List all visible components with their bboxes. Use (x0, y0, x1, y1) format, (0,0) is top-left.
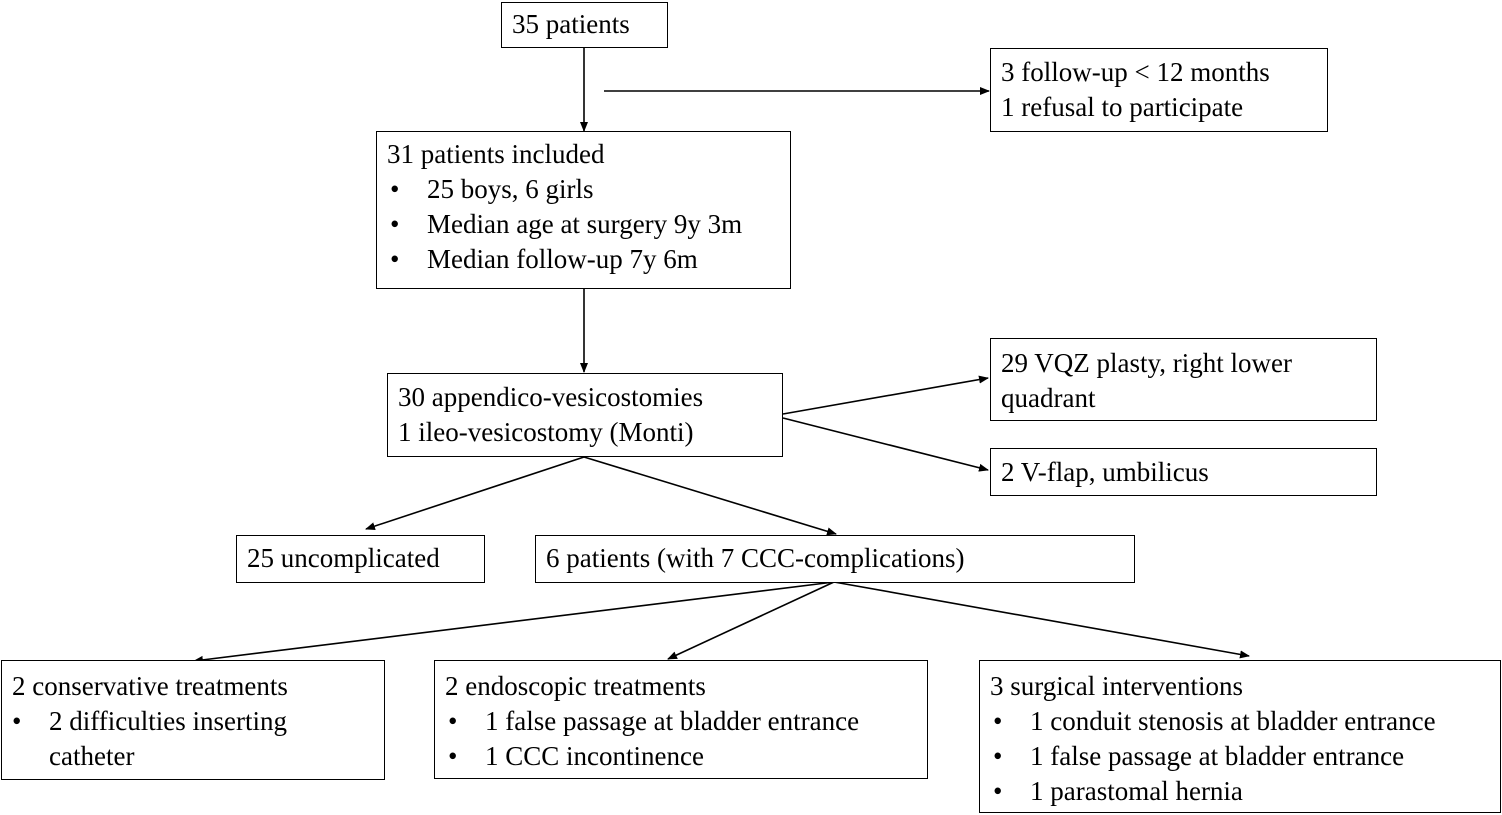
bullet-symbol: • (390, 244, 400, 274)
vqz-line-1: 29 VQZ plasty, right lower (1001, 348, 1292, 378)
surgical-box: 3 surgical interventions • 1 conduit ste… (979, 660, 1501, 813)
included-box: 31 patients included • 25 boys, 6 girls … (376, 131, 791, 289)
uncomplicated-text: 25 uncomplicated (247, 543, 440, 573)
included-bullet-text: 25 boys, 6 girls (427, 174, 594, 204)
endoscopic-bullet-item: • 1 CCC incontinence (445, 739, 917, 774)
bullet-symbol: • (448, 741, 458, 771)
surgical-bullet-item: • 1 false passage at bladder entrance (990, 739, 1490, 774)
bullet-symbol: • (993, 776, 1003, 806)
vflap-box: 2 V-flap, umbilicus (990, 448, 1377, 496)
procedures-line-1: 30 appendico-vesicostomies (398, 382, 704, 412)
arrow-to-conservative (193, 581, 835, 664)
arrow-to-vqz (782, 375, 989, 415)
bullet-symbol: • (993, 741, 1003, 771)
excluded-line-2: 1 refusal to participate (1001, 92, 1244, 122)
bullet-symbol: • (12, 706, 22, 736)
arrow-to-surgical (833, 581, 1250, 659)
conservative-box: 2 conservative treatments • 2 difficulti… (1, 660, 385, 780)
bullet-symbol: • (390, 174, 400, 204)
bullet-symbol: • (993, 706, 1003, 736)
endoscopic-box: 2 endoscopic treatments • 1 false passag… (434, 660, 928, 779)
arrow-to-endoscopic (667, 581, 835, 660)
endoscopic-title: 2 endoscopic treatments (445, 671, 706, 701)
surgical-bullet-item: • 1 conduit stenosis at bladder entrance (990, 704, 1490, 739)
vqz-line-2: quadrant (1001, 383, 1096, 413)
included-bullet-text: Median follow-up 7y 6m (427, 244, 698, 274)
included-bullet-item: • Median follow-up 7y 6m (387, 242, 780, 277)
complications-box: 6 patients (with 7 CCC-complications) (535, 535, 1135, 583)
uncomplicated-box: 25 uncomplicated (236, 535, 485, 583)
surgical-bullet-text: 1 conduit stenosis at bladder entrance (1030, 706, 1436, 736)
surgical-bullet-item: • 1 parastomal hernia (990, 774, 1490, 809)
included-bullet-text: Median age at surgery 9y 3m (427, 209, 743, 239)
bullet-symbol: • (448, 706, 458, 736)
included-bullet-item: • 25 boys, 6 girls (387, 172, 780, 207)
surgical-bullet-text: 1 parastomal hernia (1030, 776, 1243, 806)
complications-text: 6 patients (with 7 CCC-complications) (546, 543, 965, 573)
included-title: 31 patients included (387, 139, 605, 169)
endoscopic-bullet-text: 1 false passage at bladder entrance (485, 706, 860, 736)
surgical-bullet-text: 1 false passage at bladder entrance (1030, 741, 1405, 771)
procedures-line-2: 1 ileo-vesicostomy (Monti) (398, 417, 694, 447)
conservative-bullet-text: 2 difficulties inserting catheter (49, 706, 287, 771)
vflap-text: 2 V-flap, umbilicus (1001, 457, 1209, 487)
vqz-box: 29 VQZ plasty, right lower quadrant (990, 338, 1377, 421)
arrow-to-complications (583, 456, 837, 536)
start-text: 35 patients (512, 9, 630, 39)
included-bullet-item: • Median age at surgery 9y 3m (387, 207, 780, 242)
excluded-line-1: 3 follow-up < 12 months (1001, 57, 1270, 87)
start-box: 35 patients (501, 2, 668, 48)
conservative-bullet-item: • 2 difficulties inserting catheter (12, 704, 374, 774)
endoscopic-bullet-item: • 1 false passage at bladder entrance (445, 704, 917, 739)
arrow-to-uncomplicated (365, 456, 585, 530)
endoscopic-bullet-text: 1 CCC incontinence (485, 741, 704, 771)
surgical-title: 3 surgical interventions (990, 671, 1243, 701)
conservative-title: 2 conservative treatments (12, 671, 288, 701)
procedures-box: 30 appendico-vesicostomies 1 ileo-vesico… (387, 373, 783, 457)
excluded-box: 3 follow-up < 12 months 1 refusal to par… (990, 48, 1328, 132)
bullet-symbol: • (390, 209, 400, 239)
arrow-to-vflap (782, 417, 989, 472)
